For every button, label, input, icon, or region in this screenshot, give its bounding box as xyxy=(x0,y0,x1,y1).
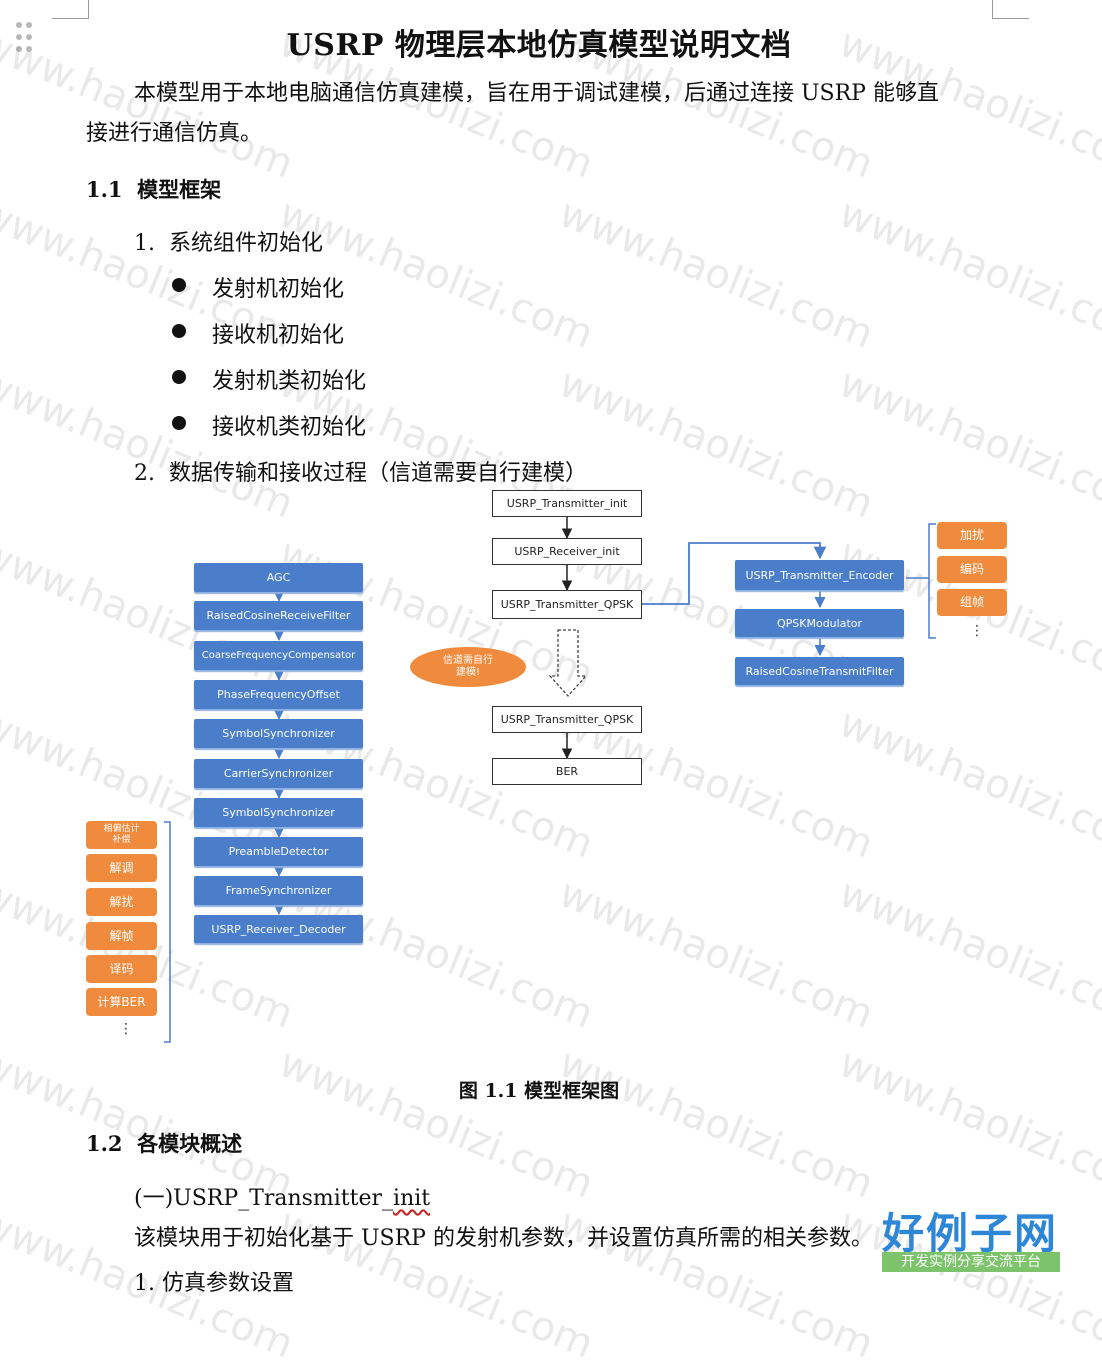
bullet-icon xyxy=(172,416,186,430)
flow-box-receiver-decoder: USRP_Receiver_Decoder xyxy=(194,915,363,943)
figure-caption: 图 1.1 模型框架图 xyxy=(458,1080,620,1102)
bullet-icon xyxy=(172,370,186,384)
flow-box-transmitter-encoder: USRP_Transmitter_Encoder xyxy=(735,560,904,590)
logo-sub-text: 开发实例分享交流平台 xyxy=(882,1252,1060,1272)
section-heading-1-2: 1.2 各模块概述 xyxy=(86,1128,242,1158)
flow-box-ber: BER xyxy=(492,758,642,785)
bullet-item: 发射机初始化 xyxy=(212,277,345,302)
list-number: 1. xyxy=(134,231,155,256)
logo-main-text: 好例子网 xyxy=(882,1209,1059,1258)
transmitter-ellipsis: ⋮ xyxy=(970,623,984,639)
bullet-item: 接收机初始化 xyxy=(212,323,345,348)
channel-note-ellipse: 信道需自行 建模! xyxy=(410,647,526,687)
bullet-item: 发射机类初始化 xyxy=(212,369,367,394)
subsection-heading: (一)USRP_Transmitter_init xyxy=(134,1180,430,1212)
list-text: 数据传输和接收过程（信道需要自行建模） xyxy=(169,461,588,486)
flow-box-receiver-init: USRP_Receiver_init xyxy=(492,538,642,565)
body-paragraph: 该模块用于初始化基于 USRP 的发射机参数，并设置仿真所需的相关参数。 xyxy=(134,1226,873,1251)
section-title: 模型框架 xyxy=(137,177,222,202)
receiver-tag-deframe: 解帧 xyxy=(86,922,157,950)
transmitter-tag-scramble: 加扰 xyxy=(937,522,1007,549)
cut-off-list-item: 1. 仿真参数设置 xyxy=(134,1271,294,1296)
receiver-tag-phase-compensation: 相偏估计 补偿 xyxy=(86,821,157,849)
receiver-ellipsis: ⋮ xyxy=(119,1021,133,1037)
intro-paragraph-line2: 接进行通信仿真。 xyxy=(86,121,263,146)
list-text: 系统组件初始化 xyxy=(169,231,324,256)
receiver-tag-descramble: 解扰 xyxy=(86,888,157,916)
list-number: 2. xyxy=(134,461,155,486)
list-item-1: 1. 系统组件初始化 xyxy=(134,225,323,257)
flow-box-coarse-frequency-compensator: CoarseFrequencyCompensator xyxy=(194,641,363,670)
flow-box-phase-frequency-offset: PhaseFrequencyOffset xyxy=(194,680,363,709)
spellcheck-underlined-word: init xyxy=(393,1186,431,1211)
flow-box-qpsk-modulator: QPSKModulator xyxy=(735,609,904,637)
transmitter-tag-framing: 组帧 xyxy=(937,589,1007,616)
list-item-2: 2. 数据传输和接收过程（信道需要自行建模） xyxy=(134,455,587,487)
page-corner-mark-right xyxy=(992,0,1029,19)
flow-box-preamble-detector: PreambleDetector xyxy=(194,837,363,866)
flow-box-receiver-qpsk: USRP_Transmitter_QPSK xyxy=(492,706,642,733)
flow-box-symbol-synchronizer: SymbolSynchronizer xyxy=(194,719,363,748)
flow-box-agc: AGC xyxy=(194,563,363,592)
intro-paragraph-line1: 本模型用于本地电脑通信仿真建模，旨在用于调试建模，后通过连接 USRP 能够直 xyxy=(134,81,939,106)
receiver-tag-demodulate: 解调 xyxy=(86,854,157,882)
diagram-connectors xyxy=(164,517,936,1043)
flow-box-raised-cosine-transmit-filter: RaisedCosineTransmitFilter xyxy=(735,657,904,685)
flow-box-carrier-synchronizer: CarrierSynchronizer xyxy=(194,759,363,788)
flow-box-transmitter-qpsk: USRP_Transmitter_QPSK xyxy=(492,590,642,619)
section-number: 1.1 xyxy=(86,177,123,202)
subsection-prefix: (一)USRP_Transmitter_ xyxy=(134,1186,394,1211)
bullet-icon xyxy=(172,278,186,292)
page-corner-mark-left xyxy=(52,0,89,19)
bullet-item: 接收机类初始化 xyxy=(212,415,367,440)
section-title: 各模块概述 xyxy=(137,1131,243,1156)
receiver-tag-compute-ber: 计算BER xyxy=(86,988,157,1016)
bullet-icon xyxy=(172,324,186,338)
flow-box-raised-cosine-receive-filter: RaisedCosineReceiveFilter xyxy=(194,601,363,630)
section-heading-1-1: 1.1 模型框架 xyxy=(86,174,221,204)
section-number: 1.2 xyxy=(86,1131,123,1156)
site-logo: 好例子网 开发实例分享交流平台 xyxy=(880,1200,1062,1276)
transmitter-tag-encode: 编码 xyxy=(937,556,1007,583)
flow-box-transmitter-init: USRP_Transmitter_init xyxy=(492,490,642,517)
receiver-tag-decode: 译码 xyxy=(86,955,157,983)
drag-handle-icon[interactable] xyxy=(16,22,36,54)
flow-box-symbol-synchronizer-2: SymbolSynchronizer xyxy=(194,798,363,827)
flow-box-frame-synchronizer: FrameSynchronizer xyxy=(194,876,363,905)
document-title: USRP 物理层本地仿真模型说明文档 xyxy=(286,28,792,63)
